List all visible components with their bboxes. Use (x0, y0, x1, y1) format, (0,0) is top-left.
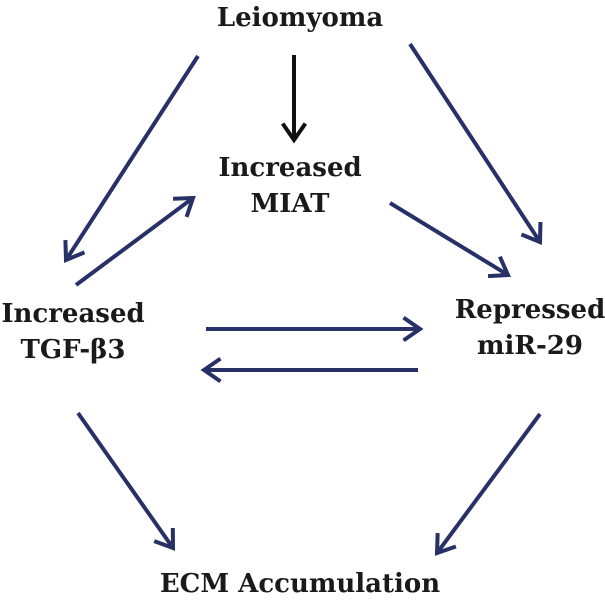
arrow-mir29-to-tgf (200, 356, 418, 384)
arrow-miat-to-mir29 (388, 201, 512, 279)
arrow-mir29-to-ecm (434, 412, 542, 556)
node-increased-miat: Increased MIAT (190, 150, 390, 222)
node-increased-tgf-b3: Increased TGF-β3 (0, 296, 148, 368)
arrow-leiomyoma-to-miat (280, 55, 308, 144)
arrow-leiomyoma-to-tgf (63, 54, 200, 263)
node-mir-line2: miR-29 (477, 331, 583, 361)
node-tgf-line2: TGF-β3 (20, 335, 126, 365)
node-ecm-label: ECM Accumulation (159, 569, 441, 599)
node-miat-line2: MIAT (250, 189, 330, 219)
arrow-tgf-to-ecm (76, 411, 176, 551)
node-repressed-mir-29: Repressed miR-29 (450, 292, 605, 364)
node-ecm-accumulation: ECM Accumulation (150, 566, 450, 602)
node-mir-line1: Repressed (454, 295, 605, 325)
node-miat-line1: Increased (218, 153, 362, 183)
arrow-leiomyoma-to-mir29 (408, 42, 543, 245)
arrow-tgf-to-miat (74, 195, 196, 287)
node-leiomyoma-label: Leiomyoma (216, 3, 384, 33)
node-tgf-line1: Increased (1, 299, 145, 329)
arrow-tgf-to-mir29 (206, 315, 424, 343)
node-leiomyoma: Leiomyoma (200, 0, 400, 36)
